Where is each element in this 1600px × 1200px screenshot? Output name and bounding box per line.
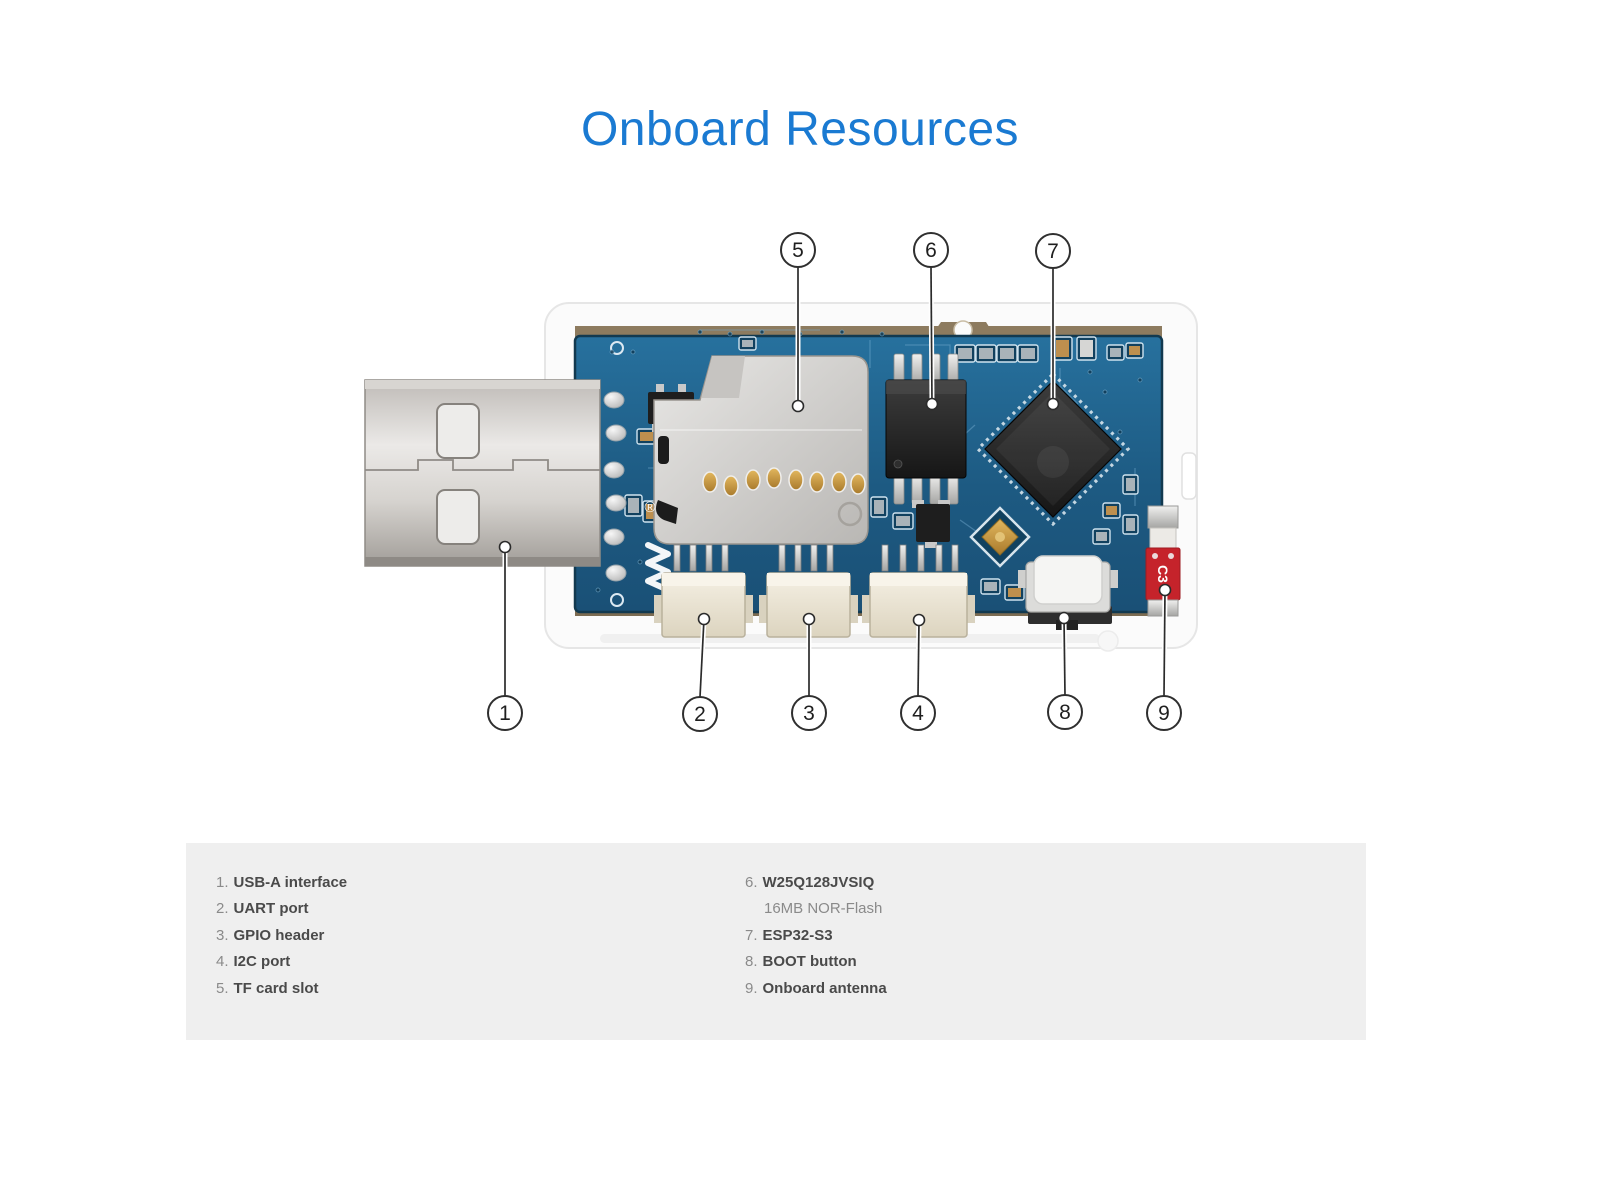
callout-number: 8 [1059, 701, 1071, 724]
usb-shell-hole [436, 403, 480, 459]
callout-circle [1035, 233, 1071, 269]
flash-chip [885, 353, 967, 505]
callout-9: 9 [1146, 583, 1182, 731]
legend-item-number: 4. [216, 953, 229, 971]
callout-number: 4 [912, 702, 924, 725]
legend-item-label: ESP32-S3 [762, 926, 833, 944]
i2c-port-connector [862, 544, 975, 638]
callout-target-dot [1158, 583, 1172, 597]
crystal [969, 506, 1031, 568]
svg-text:®: ® [644, 499, 655, 516]
legend-item-number: 9. [745, 979, 758, 997]
callout-3: 3 [791, 612, 827, 731]
legend-item: 3.GPIO header [216, 923, 347, 949]
legend-item: 16MB NOR-Flash [745, 896, 887, 922]
legend-item: 2.UART port [216, 896, 347, 922]
legend-item-label: GPIO header [233, 926, 325, 944]
legend-item-label: Onboard antenna [762, 979, 887, 997]
waveshare-logo: ® [644, 499, 671, 593]
callout-target-dot [802, 612, 816, 626]
legend-item-number: 5. [216, 979, 229, 997]
legend-item-label: 16MB NOR-Flash [764, 900, 883, 918]
callout-circle [682, 696, 718, 732]
callout-5: 5 [780, 232, 816, 413]
legend-item: 9.Onboard antenna [745, 976, 887, 1002]
legend-item-number: 6. [745, 874, 758, 891]
callout-circle [780, 232, 816, 268]
callout-target-dot [912, 613, 926, 627]
callout-target-dot [498, 540, 512, 554]
callout-6: 6 [913, 232, 949, 411]
legend-item-label: UART port [233, 900, 309, 918]
legend-item-number: 8. [745, 953, 758, 971]
callout-number: 6 [925, 239, 937, 262]
legend-item: 5.TF card slot [216, 976, 347, 1002]
legend-item-number: 3. [216, 926, 229, 944]
callout-target-dot [1057, 611, 1071, 625]
gpio-header-connector [759, 544, 858, 638]
boot-button [1018, 555, 1118, 630]
callout-circle [900, 695, 936, 731]
legend-item-number: 1. [216, 874, 229, 891]
callout-number: 2 [694, 703, 706, 726]
callout-target-dot [925, 397, 939, 411]
legend-item-label: TF card slot [233, 979, 319, 997]
legend-item: 1.USB-A interface [216, 870, 347, 896]
usb-shell-seam [365, 459, 600, 471]
esp32-s3-chip [975, 371, 1131, 527]
legend-item: 7.ESP32-S3 [745, 923, 887, 949]
slot-lever [658, 436, 669, 464]
legend-item-number: 7. [745, 926, 758, 944]
callout-8: 8 [1047, 611, 1083, 730]
legend-item-label: BOOT button [762, 953, 857, 971]
legend-item-label: I2C port [233, 953, 291, 971]
legend-item-label: W25Q128JVSIQ [762, 874, 875, 891]
transistor [912, 500, 950, 548]
antenna-label: C3 [1155, 565, 1171, 583]
legend-item-label: USB-A interface [233, 874, 348, 891]
callout-2: 2 [682, 612, 718, 732]
callout-circle [913, 232, 949, 268]
callout-circle [487, 695, 523, 731]
page-title: Onboard Resources [580, 103, 1020, 156]
callout-number: 5 [792, 239, 804, 262]
board-figure: ® [364, 232, 1198, 732]
solder-joints [603, 391, 627, 582]
callout-target-dot [1046, 397, 1060, 411]
callout-number: 1 [499, 702, 511, 725]
legend-item: 6.W25Q128JVSIQ [745, 870, 887, 896]
legend-item-number: 2. [216, 900, 229, 918]
flash-pins [893, 353, 959, 505]
case-notch [1181, 452, 1197, 500]
callout-target-dot [791, 399, 805, 413]
callout-circle [1047, 694, 1083, 730]
tf-card-slot [653, 355, 869, 545]
callouts: 1 2 3 4 5 6 7 8 9 [487, 232, 1182, 732]
legend-item: 8.BOOT button [745, 949, 887, 975]
callout-4: 4 [900, 613, 936, 731]
usb-shell-hole [436, 489, 480, 545]
usb-a-connector [364, 379, 627, 582]
boot-button-cap [1033, 555, 1103, 605]
callout-1: 1 [487, 540, 523, 731]
callout-number: 3 [803, 702, 815, 725]
callout-circle [1146, 695, 1182, 731]
legend-item: 4.I2C port [216, 949, 347, 975]
callout-number: 9 [1158, 702, 1170, 725]
callout-number: 7 [1047, 240, 1059, 263]
callout-target-dot [697, 612, 711, 626]
callout-circle [791, 695, 827, 731]
tf-gold-pins [702, 467, 866, 497]
callout-7: 7 [1035, 233, 1071, 411]
